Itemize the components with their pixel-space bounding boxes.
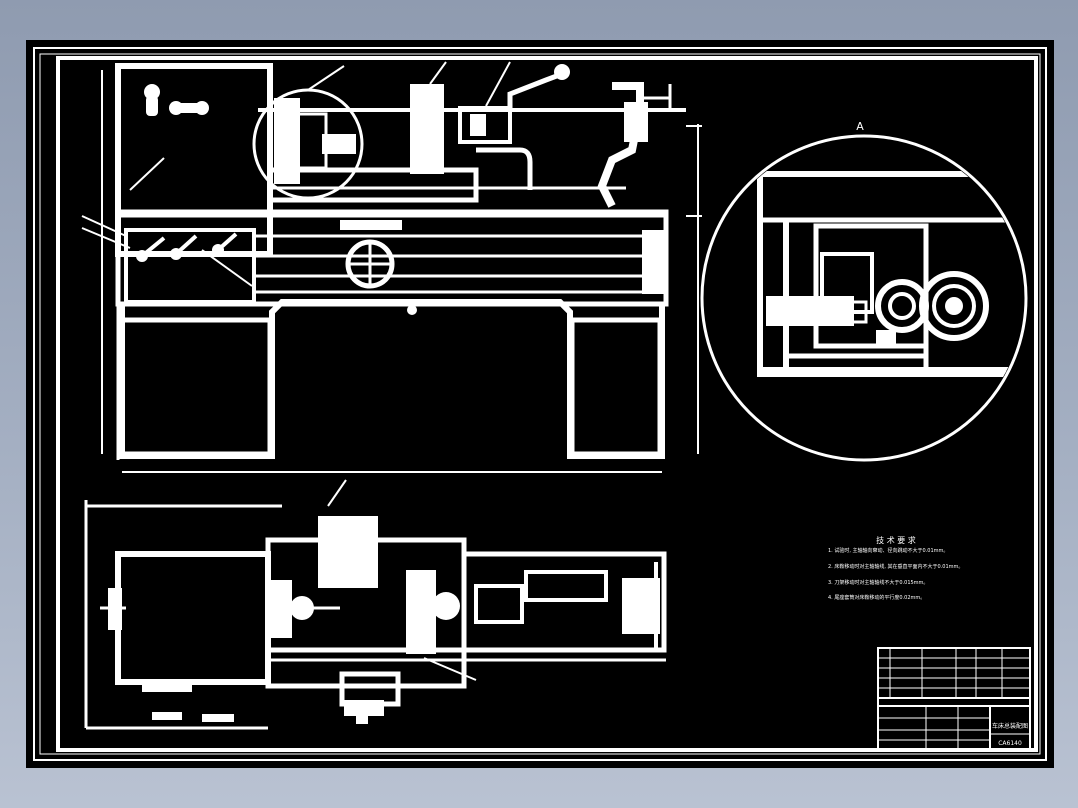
drawing-code: CA6140	[998, 740, 1022, 747]
tech-req-item: 2. 床鞍移动时对主轴轴线, 其在垂直平面内不大于0.01mm。	[828, 563, 963, 570]
title-block: 车床总装配图 CA6140	[877, 647, 1031, 751]
cad-viewport[interactable]: A	[26, 40, 1054, 768]
lathe-plan-view	[84, 479, 667, 730]
tech-req-title: 技 术 要 求	[876, 535, 916, 545]
detail-label: A	[856, 120, 864, 133]
tech-req-item: 4. 尾座套筒对床鞍移动的平行度0.02mm。	[828, 594, 925, 601]
detail-view-a: A	[700, 120, 1028, 462]
outer-border	[33, 47, 1047, 761]
middle-border	[39, 53, 1041, 755]
parts-list-table	[878, 648, 1030, 699]
tech-req-item: 3. 刀架移动时对主轴轴线不大于0.015mm。	[828, 579, 928, 586]
inner-border	[56, 56, 1038, 752]
drawing-sheet: A	[33, 47, 1047, 761]
technical-requirements: 技 术 要 求 1. 试验时, 主轴轴向窜动、径向跳动不大于0.01mm。 2.…	[828, 535, 963, 601]
tech-req-item: 1. 试验时, 主轴轴向窜动、径向跳动不大于0.01mm。	[828, 547, 948, 554]
lathe-front-view	[81, 61, 702, 473]
drawing-title: 车床总装配图	[992, 722, 1028, 730]
